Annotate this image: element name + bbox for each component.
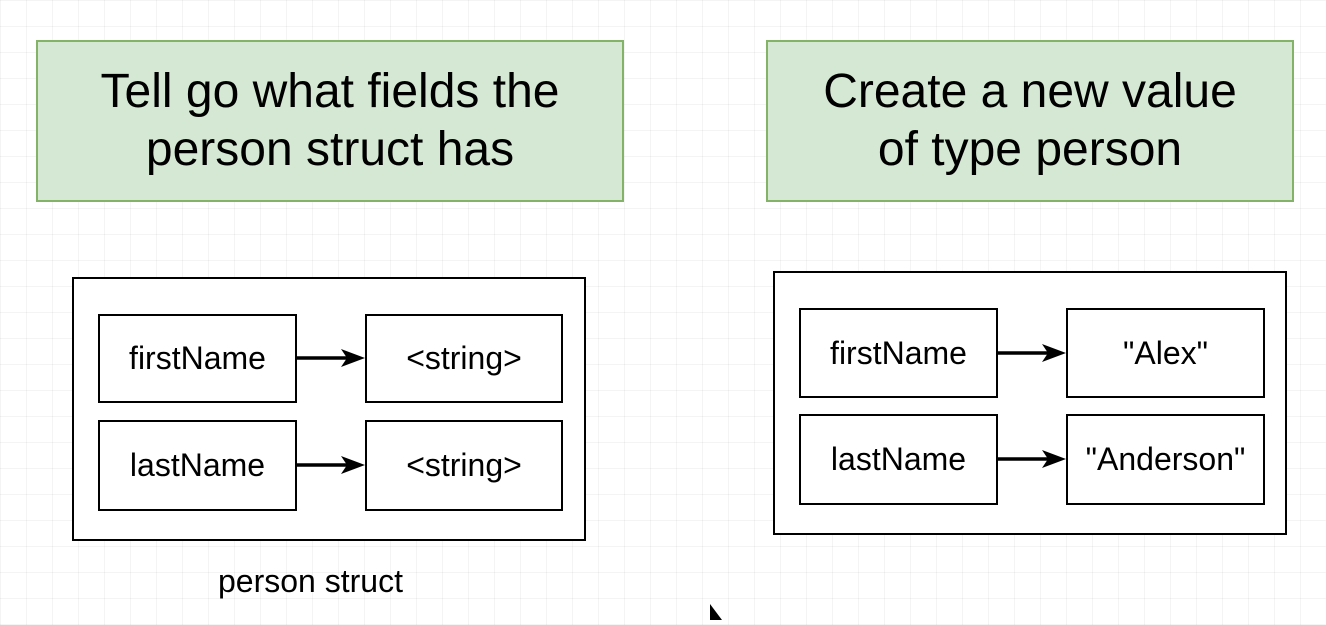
field-name-box-lastname: lastName [799,414,998,505]
banner-line-1: Create a new value [823,65,1237,118]
field-type-box-lastname: <string> [365,420,563,511]
field-value-box-firstname: "Alex" [1066,308,1265,398]
field-arrow [297,348,367,368]
field-value-box-lastname: "Anderson" [1066,414,1265,505]
field-name-box-lastname: lastName [98,420,297,511]
struct-value-banner: Create a new value of type person [766,40,1294,202]
field-arrow [998,449,1068,469]
field-type-box-firstname: <string> [365,314,563,403]
banner-line-2: person struct has [145,123,515,176]
field-arrow [297,455,367,475]
field-arrow [998,343,1068,363]
mouse-cursor-icon [708,604,724,625]
field-name-box-firstname: firstName [799,308,998,398]
banner-line-1: Tell go what fields the [100,65,560,118]
field-name-box-firstname: firstName [98,314,297,403]
person-struct-caption: person struct [218,563,403,599]
struct-definition-banner: Tell go what fields the person struct ha… [36,40,624,202]
banner-line-2: of type person [877,123,1183,176]
